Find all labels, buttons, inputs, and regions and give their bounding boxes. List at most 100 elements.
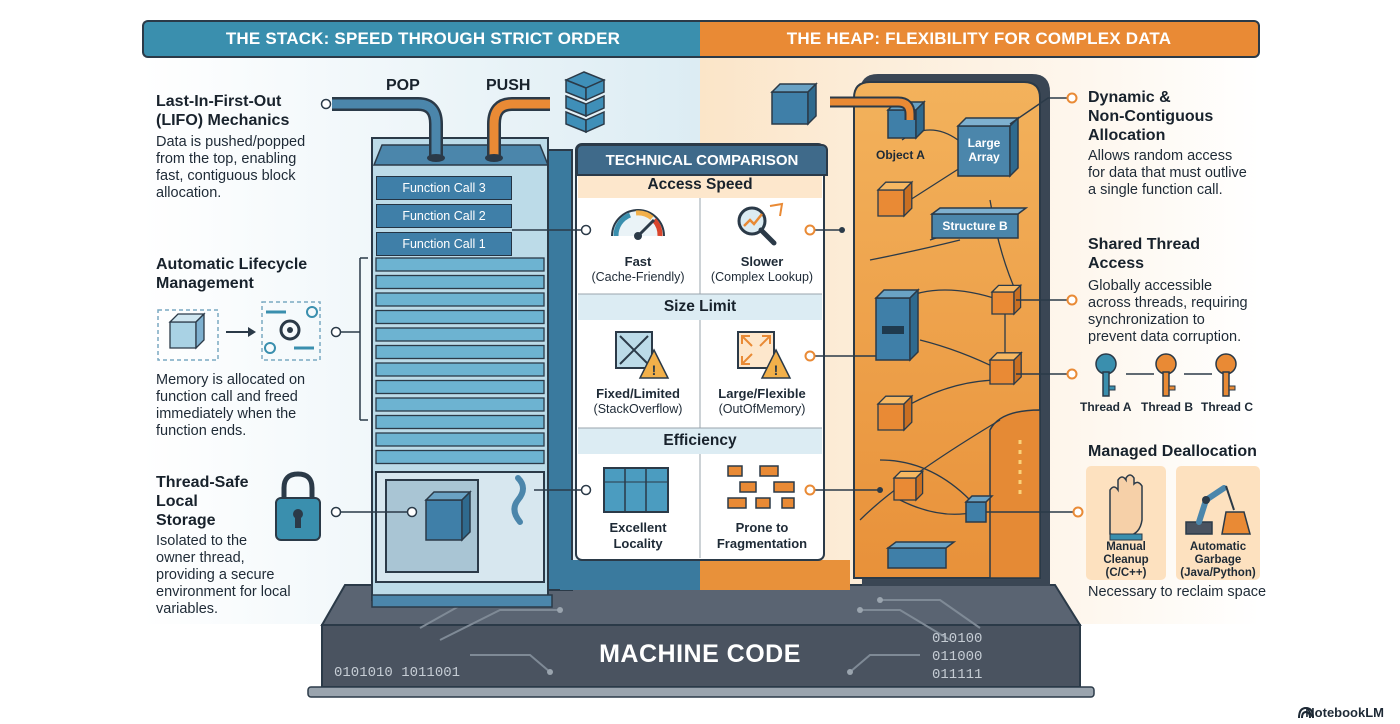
stack-layer-slab xyxy=(375,362,545,377)
dynamic-allocation-description: Allows random access for data that must … xyxy=(1088,148,1247,198)
stack-layer-slab xyxy=(375,309,545,325)
efficiency-header: Efficiency xyxy=(663,432,737,449)
thread-b-label: Thread B xyxy=(1141,400,1194,414)
stack-layer-slab xyxy=(375,292,545,307)
svg-text:!: ! xyxy=(652,362,657,378)
thread-safe-description: Isolated to the owner thread, providing … xyxy=(156,533,291,617)
comparison-card xyxy=(575,143,825,561)
stack-tray xyxy=(560,560,700,590)
structure-b-label: Structure B xyxy=(942,219,1008,233)
heap-structure-b-box xyxy=(929,207,1029,239)
heap-orange-cubes xyxy=(876,180,1023,502)
large-array-label: Large Array xyxy=(967,136,1001,164)
stack-size-limit-sub: (StackOverflow) xyxy=(593,402,683,416)
stack-layers xyxy=(375,257,545,465)
heap-junction-dots xyxy=(839,227,883,493)
dealloc-title: Managed Deallocation xyxy=(1088,443,1257,460)
stack-size-limit: Fixed/Limited (StackOverflow) xyxy=(578,386,698,417)
lifecycle-cube-icon xyxy=(157,309,256,361)
stack-layer-slab xyxy=(375,432,545,447)
thread-a-key-icon xyxy=(1095,353,1117,397)
stack-access-speed: Fast (Cache-Friendly) xyxy=(578,254,698,285)
dealloc-note: Necessary to reclaim space xyxy=(1088,584,1267,600)
lifecycle-title: Automatic Lifecycle Management xyxy=(156,256,308,292)
left-connectors xyxy=(336,229,586,513)
stack-layer-slab xyxy=(375,397,545,412)
stack-access-speed-label: Fast xyxy=(624,254,652,269)
heap-small-blue-cube xyxy=(964,495,994,523)
brand-label: NotebookLM xyxy=(1305,705,1384,720)
function-call-1: Function Call 1 xyxy=(376,232,512,256)
heap-access-speed: Slower (Complex Lookup) xyxy=(702,254,822,285)
machine-code-label: MACHINE CODE xyxy=(599,640,801,668)
binary-right-line-2: 011000 xyxy=(932,649,983,665)
connector-dots-blue xyxy=(320,98,592,518)
locality-blocks-icon xyxy=(603,467,669,513)
thread-local-cabinet xyxy=(375,471,545,583)
manual-cleanup-label: Manual Cleanup (C/C++) xyxy=(1103,541,1149,579)
data-stack-icon xyxy=(564,71,606,134)
padlock-icon xyxy=(275,471,321,541)
shared-access-description: Globally accessible across threads, requ… xyxy=(1088,278,1248,345)
heap-size-limit: Large/Flexible (OutOfMemory) xyxy=(702,386,822,417)
function-call-2: Function Call 2 xyxy=(376,204,512,228)
thread-a-label: Thread A xyxy=(1080,400,1132,414)
right-connectors xyxy=(810,97,1212,513)
lifo-description: Data is pushed/popped from the top, enab… xyxy=(156,134,306,201)
push-pipe xyxy=(485,97,550,162)
connector-dots-orange xyxy=(804,92,1084,518)
binary-left-text: 0101010 1011001 xyxy=(334,665,461,681)
gear-cycle-icon xyxy=(261,301,321,361)
magnifier-icon xyxy=(737,202,784,246)
heap-efficiency-label: Prone to xyxy=(735,520,789,535)
pop-label: POP xyxy=(386,77,420,94)
stack-banner: THE STACK: SPEED THROUGH STRICT ORDER xyxy=(142,20,702,58)
lifo-title: Last-In-First-Out (LIFO) Mechanics xyxy=(156,93,290,129)
binary-right-line-1: 010100 xyxy=(932,631,983,647)
heap-banner: THE HEAP: FLEXIBILITY FOR COMPLEX DATA xyxy=(700,20,1260,58)
stack-efficiency-label: Excellent xyxy=(609,520,667,535)
stack-layer-slab xyxy=(375,379,545,395)
heap-orange-cube xyxy=(876,394,914,432)
heap-size-limit-label: Large/Flexible xyxy=(718,386,806,401)
manual-cleanup-card xyxy=(1086,466,1166,580)
stack-layer-slab xyxy=(375,344,545,360)
comparison-title: TECHNICAL COMPARISON xyxy=(576,144,828,176)
size-limit-header: Size Limit xyxy=(663,298,737,315)
svg-text:!: ! xyxy=(774,362,779,378)
heap-cube-outside xyxy=(770,82,818,126)
heap-efficiency: Prone to Fragmentation xyxy=(702,520,822,552)
heap-orange-cube xyxy=(892,469,925,502)
lifecycle-description: Memory is allocated on function call and… xyxy=(156,372,306,439)
notebooklm-logo-icon xyxy=(1298,706,1314,719)
stack-access-speed-sub: (Cache-Friendly) xyxy=(591,270,685,284)
heap-efficiency-sub: Fragmentation xyxy=(716,536,808,551)
object-a-label: Object A xyxy=(876,148,925,162)
heap-orange-cube xyxy=(876,180,914,218)
garbage-robot-card xyxy=(1176,466,1260,580)
stack-layer-slab xyxy=(375,327,545,342)
stack-layer-slab xyxy=(375,414,545,430)
fixed-size-warning-icon: ! xyxy=(615,331,670,379)
flexible-size-warning-icon: ! xyxy=(737,331,792,379)
stack-layer-slab xyxy=(375,449,545,465)
heap-orange-cube xyxy=(988,351,1023,386)
thread-c-key-icon xyxy=(1215,353,1237,397)
stack-layer-slab xyxy=(375,257,545,272)
heap-tray xyxy=(700,560,850,590)
function-call-3: Function Call 3 xyxy=(376,176,512,200)
thread-safe-title: Thread-Safe Local Storage xyxy=(156,474,249,529)
fragmentation-blocks-icon xyxy=(727,465,795,509)
heap-server-block xyxy=(874,288,920,362)
pop-pipe xyxy=(332,97,445,162)
shared-access-title: Shared Thread Access xyxy=(1088,236,1201,272)
thread-b-key-icon xyxy=(1155,353,1177,397)
stack-efficiency-sub: Locality xyxy=(613,536,663,551)
stack-efficiency: Excellent Locality xyxy=(578,520,698,552)
dynamic-allocation-title: Dynamic & Non-Contiguous Allocation xyxy=(1088,89,1214,144)
binary-right-line-3: 011111 xyxy=(932,667,983,683)
stack-layer-slab xyxy=(375,274,545,290)
access-speed-header: Access Speed xyxy=(647,176,753,193)
